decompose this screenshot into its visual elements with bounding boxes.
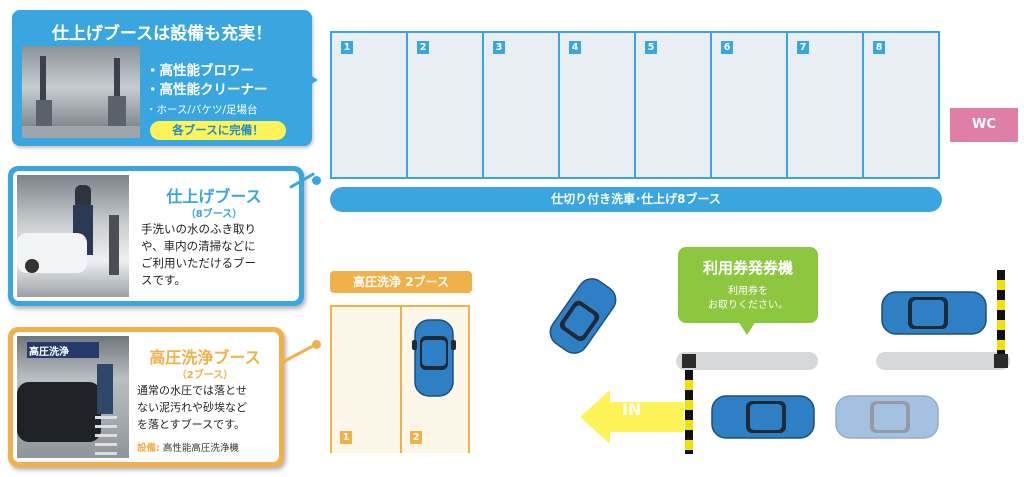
high-pressure-equipment: 設備: 高性能高圧洗浄機 bbox=[137, 440, 239, 454]
description-line: を落とすブースです。 bbox=[137, 418, 246, 431]
hp-connector-line bbox=[281, 344, 315, 364]
car-icon bbox=[412, 319, 456, 397]
equipment-label: 設備: bbox=[137, 443, 160, 454]
high-pressure-divider bbox=[400, 305, 402, 453]
instruction-line: 利用券を bbox=[728, 286, 768, 297]
equipment-feature-list: ・高性能ブロワー ・高性能クリーナー bbox=[146, 62, 268, 100]
equipment-card: 仕上げブースは設備も充実！ ・高性能ブロワー ・高性能クリーナー ・ホース/バケ… bbox=[12, 10, 312, 146]
exit-gate-bar bbox=[876, 352, 1010, 370]
photo-sign-text: 高圧洗浄 bbox=[29, 347, 69, 358]
equipment-title: 仕上げブースは設備も充実！ bbox=[51, 24, 273, 44]
booth-number: 6 bbox=[721, 41, 733, 54]
high-pressure-count: （2ブース） bbox=[176, 370, 234, 381]
finish-booth-title: 仕上げブース bbox=[166, 187, 262, 206]
gate-post bbox=[682, 354, 696, 368]
booth-number: 2 bbox=[417, 41, 429, 54]
finish-connector-dot bbox=[312, 176, 321, 185]
high-pressure-card: 高圧洗浄 高圧洗浄ブース （2ブース） 通常の水圧では落とせ ない泥汚れや砂埃な… bbox=[8, 327, 284, 467]
booth-3: 3 bbox=[484, 33, 560, 177]
booth-1: 1 bbox=[332, 33, 408, 177]
booth-row-label: 仕切り付き洗車･仕上げ8ブース bbox=[330, 187, 942, 212]
entry-gate-bar bbox=[676, 352, 818, 370]
ticket-callout-tail bbox=[738, 321, 756, 335]
finish-booth-card: 仕上げブース （8ブース） 手洗いの水のふき取り や、車内の清掃などに ご利用い… bbox=[8, 166, 304, 306]
ticket-machine-instructions: 利用券を お取りください。 bbox=[678, 285, 818, 313]
equipment-callout-tail bbox=[296, 66, 318, 94]
description-line: スです。 bbox=[141, 273, 186, 287]
gate-post bbox=[994, 354, 1008, 368]
ticket-machine-title: 利用券発券機 bbox=[702, 259, 793, 277]
gate-pole bbox=[997, 270, 1005, 354]
description-line: 通常の水圧では落とせ bbox=[137, 384, 247, 397]
finish-booth-row: 1 2 3 4 5 6 7 8 bbox=[330, 31, 940, 179]
booth-number: 8 bbox=[873, 41, 885, 54]
equipment-pill: 各ブースに完備！ bbox=[150, 121, 286, 140]
booth-number: 1 bbox=[341, 41, 353, 54]
booth-number: 5 bbox=[645, 41, 657, 54]
booth-number: 4 bbox=[569, 41, 581, 54]
feature-cleaner: ・高性能クリーナー bbox=[146, 82, 268, 98]
booth-equipment-photo bbox=[22, 46, 140, 138]
gate-pole bbox=[685, 370, 693, 454]
entry-arrow-icon bbox=[580, 390, 684, 444]
hp-booth-number: 1 bbox=[340, 431, 352, 444]
feature-blower: ・高性能ブロワー bbox=[146, 63, 254, 79]
booth-number: 3 bbox=[493, 41, 505, 54]
car-icon bbox=[835, 395, 939, 439]
ticket-machine-callout: 利用券発券機 利用券を お取りください。 bbox=[678, 247, 818, 323]
instruction-line: お取りください。 bbox=[708, 300, 788, 311]
equipment-value: 高性能高圧洗浄機 bbox=[162, 443, 239, 454]
booth-2: 2 bbox=[408, 33, 484, 177]
car-icon bbox=[711, 395, 815, 439]
hp-connector-dot bbox=[312, 340, 321, 349]
description-line: ない泥汚れや砂埃など bbox=[137, 401, 247, 414]
booth-4: 4 bbox=[560, 33, 636, 177]
description-line: ご利用いただけるブー bbox=[141, 256, 256, 270]
description-line: 手洗いの水のふき取り bbox=[141, 222, 256, 236]
high-pressure-description: 通常の水圧では落とせ ない泥汚れや砂埃など を落とすブースです。 bbox=[137, 382, 279, 433]
booth-5: 5 bbox=[636, 33, 712, 177]
booth-6: 6 bbox=[712, 33, 788, 177]
high-pressure-area-label: 高圧洗浄 2ブース bbox=[330, 271, 472, 293]
high-pressure-title: 高圧洗浄ブース bbox=[149, 348, 261, 367]
wc-sign: WC bbox=[950, 108, 1018, 142]
car-icon bbox=[549, 278, 617, 354]
booth-number: 7 bbox=[797, 41, 809, 54]
finish-booth-photo bbox=[17, 175, 129, 297]
car-icon bbox=[881, 291, 987, 335]
finish-booth-count: （8ブース） bbox=[185, 209, 243, 220]
booth-8: 8 bbox=[864, 33, 938, 177]
feature-minor: ・ホース/バケツ/足場台 bbox=[146, 104, 258, 116]
description-line: や、車内の清掃などに bbox=[141, 239, 256, 253]
high-pressure-photo: 高圧洗浄 bbox=[17, 336, 129, 458]
entry-label: IN bbox=[622, 400, 642, 419]
booth-7: 7 bbox=[788, 33, 864, 177]
hp-booth-number: 2 bbox=[410, 431, 422, 444]
finish-booth-description: 手洗いの水のふき取り や、車内の清掃などに ご利用いただけるブー スです。 bbox=[141, 221, 299, 289]
